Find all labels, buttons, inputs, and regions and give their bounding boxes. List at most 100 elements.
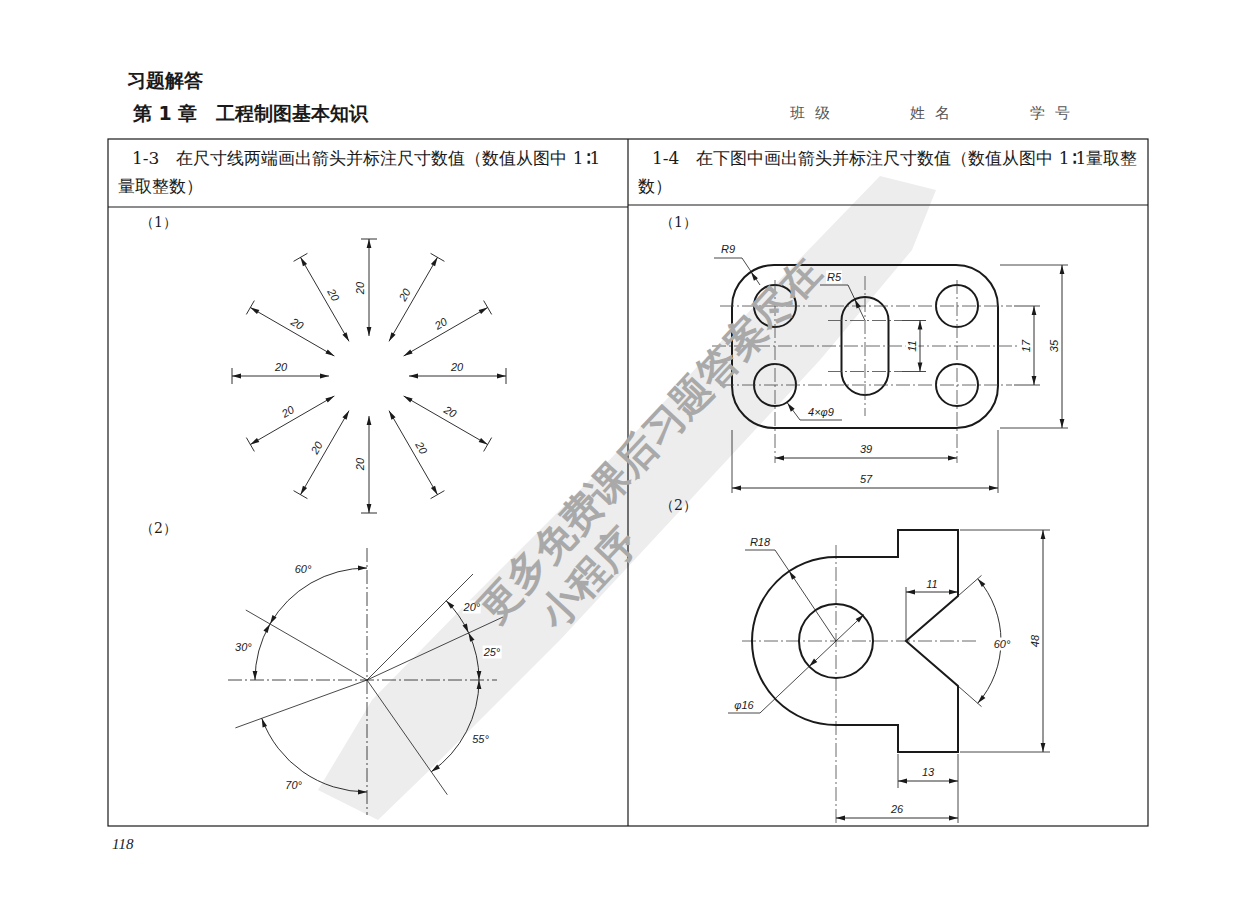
arrowhead (469, 633, 475, 642)
dimension-text: 4×φ9 (807, 406, 835, 419)
arrowhead (367, 504, 372, 513)
arrowhead (342, 411, 349, 420)
dimension-line (301, 411, 350, 495)
arrowhead (898, 779, 907, 784)
arrowhead (389, 332, 396, 341)
dimension-line (1062, 265, 1063, 428)
arrowhead (463, 623, 469, 632)
arrowhead (751, 272, 758, 281)
form-field: 班级 (790, 104, 840, 123)
arrowhead (270, 615, 277, 624)
dimension-line (409, 376, 506, 377)
dimension-line (369, 239, 370, 336)
arrowhead (836, 816, 845, 821)
dimension-text: R9 (720, 243, 736, 256)
dimension-text: 35 (1048, 339, 1061, 353)
extension-line (1014, 385, 1040, 386)
arrowhead (358, 566, 367, 571)
item-number: （2） (660, 497, 697, 515)
arrowhead (477, 680, 482, 689)
extension-line (361, 513, 377, 514)
bracket-drawing (799, 604, 873, 678)
bracket-drawing (752, 530, 958, 752)
arrowhead (367, 327, 372, 336)
centerline (836, 545, 837, 823)
dimension-text: 13 (921, 766, 935, 779)
extension-line (1014, 306, 1040, 307)
extension-line (958, 754, 959, 823)
dimension-text: 11 (925, 578, 938, 591)
arrowhead (855, 299, 861, 308)
dimension-text: 30° (234, 640, 253, 653)
extension-line (431, 253, 445, 261)
extension-line (960, 530, 1050, 531)
arrowhead (446, 601, 454, 609)
extension-line (1000, 265, 1068, 266)
angle-dimension-arc (431, 680, 479, 772)
angle-figure (367, 574, 473, 680)
item-number: （1） (660, 214, 697, 232)
dimension-line (404, 396, 488, 445)
item-number: （1） (140, 214, 177, 232)
chapter-heading: 第 1 章 工程制图基本知识 (133, 101, 368, 127)
dimension-text: 60° (993, 638, 1012, 651)
angle-figure (228, 680, 497, 681)
arrowhead (431, 257, 438, 266)
arrowhead (250, 308, 259, 315)
extension-line (848, 285, 865, 321)
arrowhead (389, 411, 396, 420)
extension-line (906, 587, 907, 641)
dimension-text: 60° (294, 563, 313, 576)
page-number: 118 (112, 836, 133, 853)
arrowhead (989, 486, 998, 491)
dimension-text: 20 (274, 361, 288, 374)
arrowhead (787, 403, 794, 412)
extension-line (902, 320, 926, 321)
extension-line (960, 752, 1050, 753)
extension-line (246, 438, 254, 452)
arrowhead (949, 779, 958, 784)
arrowhead (404, 349, 413, 356)
arrowhead (775, 456, 784, 461)
extension-line (745, 550, 775, 551)
form-field: 学号 (1030, 104, 1080, 123)
arrowhead (948, 456, 957, 461)
arrowhead (253, 671, 258, 680)
centerline (828, 371, 902, 372)
dimension-text: 11 (906, 339, 919, 352)
arrowhead (978, 579, 986, 587)
arrowhead (263, 624, 270, 633)
page-title: 习题解答 (127, 68, 203, 94)
angle-figure (228, 548, 503, 815)
dimension-text: 17 (1020, 339, 1033, 353)
arrowhead (404, 396, 413, 403)
table-frame (108, 206, 628, 207)
extension-line (484, 301, 492, 315)
angle-figure (367, 548, 368, 815)
arrowhead (497, 374, 506, 379)
extension-line (742, 258, 760, 285)
extension-line (232, 368, 233, 384)
angle-dimension-arc (262, 718, 367, 792)
extension-line (728, 713, 760, 714)
extension-line (800, 420, 842, 421)
angle-figure (246, 610, 367, 680)
extension-line (431, 491, 445, 499)
arrowhead (325, 349, 334, 356)
arrowhead (367, 416, 372, 425)
extension-line (294, 491, 308, 499)
arrowhead (918, 321, 923, 330)
dimension-text: 55° (471, 733, 490, 746)
arrowhead (856, 615, 864, 623)
arrowhead (431, 765, 440, 772)
dimension-line (250, 396, 334, 445)
arrowhead (431, 486, 438, 495)
extension-line (1000, 428, 1068, 429)
arrowhead (1041, 743, 1046, 752)
extension-line (714, 258, 742, 259)
dimension-text: 48 (1029, 634, 1042, 648)
table-frame (108, 139, 1148, 826)
dimension-line (232, 376, 329, 377)
arrowhead (918, 363, 923, 372)
